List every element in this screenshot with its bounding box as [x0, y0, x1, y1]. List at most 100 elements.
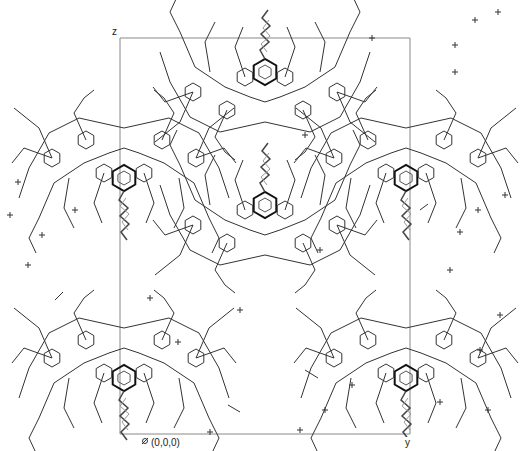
bond	[144, 373, 154, 423]
guest-ring	[259, 198, 271, 212]
bond	[196, 116, 224, 158]
bond	[491, 418, 501, 451]
solvent-mark	[352, 382, 353, 388]
bond	[337, 225, 365, 267]
bond	[74, 98, 86, 140]
bond	[402, 198, 411, 230]
bond	[365, 267, 375, 275]
bond	[294, 348, 334, 363]
bond	[29, 418, 39, 451]
bond	[456, 378, 466, 428]
guest-ring	[113, 365, 136, 391]
solvent-mark	[505, 192, 506, 198]
bond	[478, 316, 506, 358]
bond	[346, 378, 356, 428]
bond	[196, 316, 224, 358]
molecule	[153, 130, 377, 293]
bond	[162, 98, 174, 140]
bond	[402, 398, 411, 430]
bond	[478, 116, 506, 158]
bond	[14, 108, 24, 116]
guest-ring	[118, 371, 130, 385]
solvent-mark	[500, 312, 501, 318]
bond	[74, 298, 86, 340]
bond	[285, 160, 295, 210]
molecule	[294, 290, 518, 451]
solvent-mark	[210, 429, 211, 435]
bond	[261, 153, 270, 185]
guest-ring	[400, 371, 412, 385]
bond	[174, 178, 184, 228]
bond	[356, 98, 368, 140]
molecule	[294, 90, 518, 253]
bond	[24, 316, 52, 358]
bond	[224, 308, 234, 316]
guest-ring	[395, 165, 418, 191]
molecule	[12, 90, 236, 253]
bond	[12, 348, 52, 363]
bond	[401, 391, 411, 440]
bond	[311, 218, 321, 253]
bond	[154, 290, 164, 298]
solvent-mark	[55, 292, 63, 300]
bond	[155, 134, 165, 142]
origin-marker	[142, 438, 148, 444]
bond	[346, 178, 356, 228]
guest-ring	[400, 171, 412, 185]
bond	[444, 298, 456, 340]
solvent-mark	[420, 204, 428, 210]
bond	[337, 87, 377, 102]
guest-ring	[395, 365, 418, 391]
bond	[196, 148, 236, 163]
bond	[14, 308, 24, 316]
bond	[303, 110, 315, 152]
solvent-mark	[480, 347, 481, 353]
bond	[160, 52, 370, 132]
unit-cell	[120, 38, 410, 434]
solvent-mark	[178, 339, 179, 345]
solvent-mark	[150, 295, 151, 301]
bond	[119, 191, 129, 240]
bond	[12, 148, 52, 163]
bond	[154, 90, 164, 98]
bond	[24, 116, 52, 158]
bond	[120, 398, 129, 430]
bond	[19, 318, 229, 398]
solvent-mark	[300, 427, 301, 433]
solvent-mark	[460, 229, 461, 235]
bond	[209, 418, 219, 451]
bond	[315, 155, 325, 205]
bond	[301, 118, 511, 198]
bond	[491, 218, 501, 253]
bond	[365, 134, 375, 142]
axis-label: (0,0,0)	[150, 437, 181, 448]
bond	[94, 173, 104, 223]
bond	[306, 116, 334, 158]
bond	[456, 178, 466, 228]
bond	[120, 198, 129, 230]
bond	[295, 285, 305, 293]
molecule	[12, 290, 236, 451]
bond	[153, 220, 193, 235]
bond	[306, 316, 334, 358]
bond	[506, 108, 516, 116]
bond	[436, 90, 446, 98]
bond	[170, 130, 180, 165]
bond	[366, 90, 376, 98]
guest-ring	[259, 65, 271, 79]
bond	[350, 130, 360, 165]
solvent-mark	[320, 247, 321, 253]
bond	[296, 308, 306, 316]
bond	[235, 160, 245, 210]
bond	[235, 27, 245, 77]
bond	[426, 373, 436, 423]
bond	[205, 155, 215, 205]
bond	[401, 191, 411, 240]
solvent-mark	[475, 17, 476, 23]
bond	[153, 87, 193, 102]
solvent-mark	[450, 267, 451, 273]
solvent-mark	[10, 212, 11, 218]
bond	[64, 378, 74, 428]
bond	[19, 118, 229, 198]
